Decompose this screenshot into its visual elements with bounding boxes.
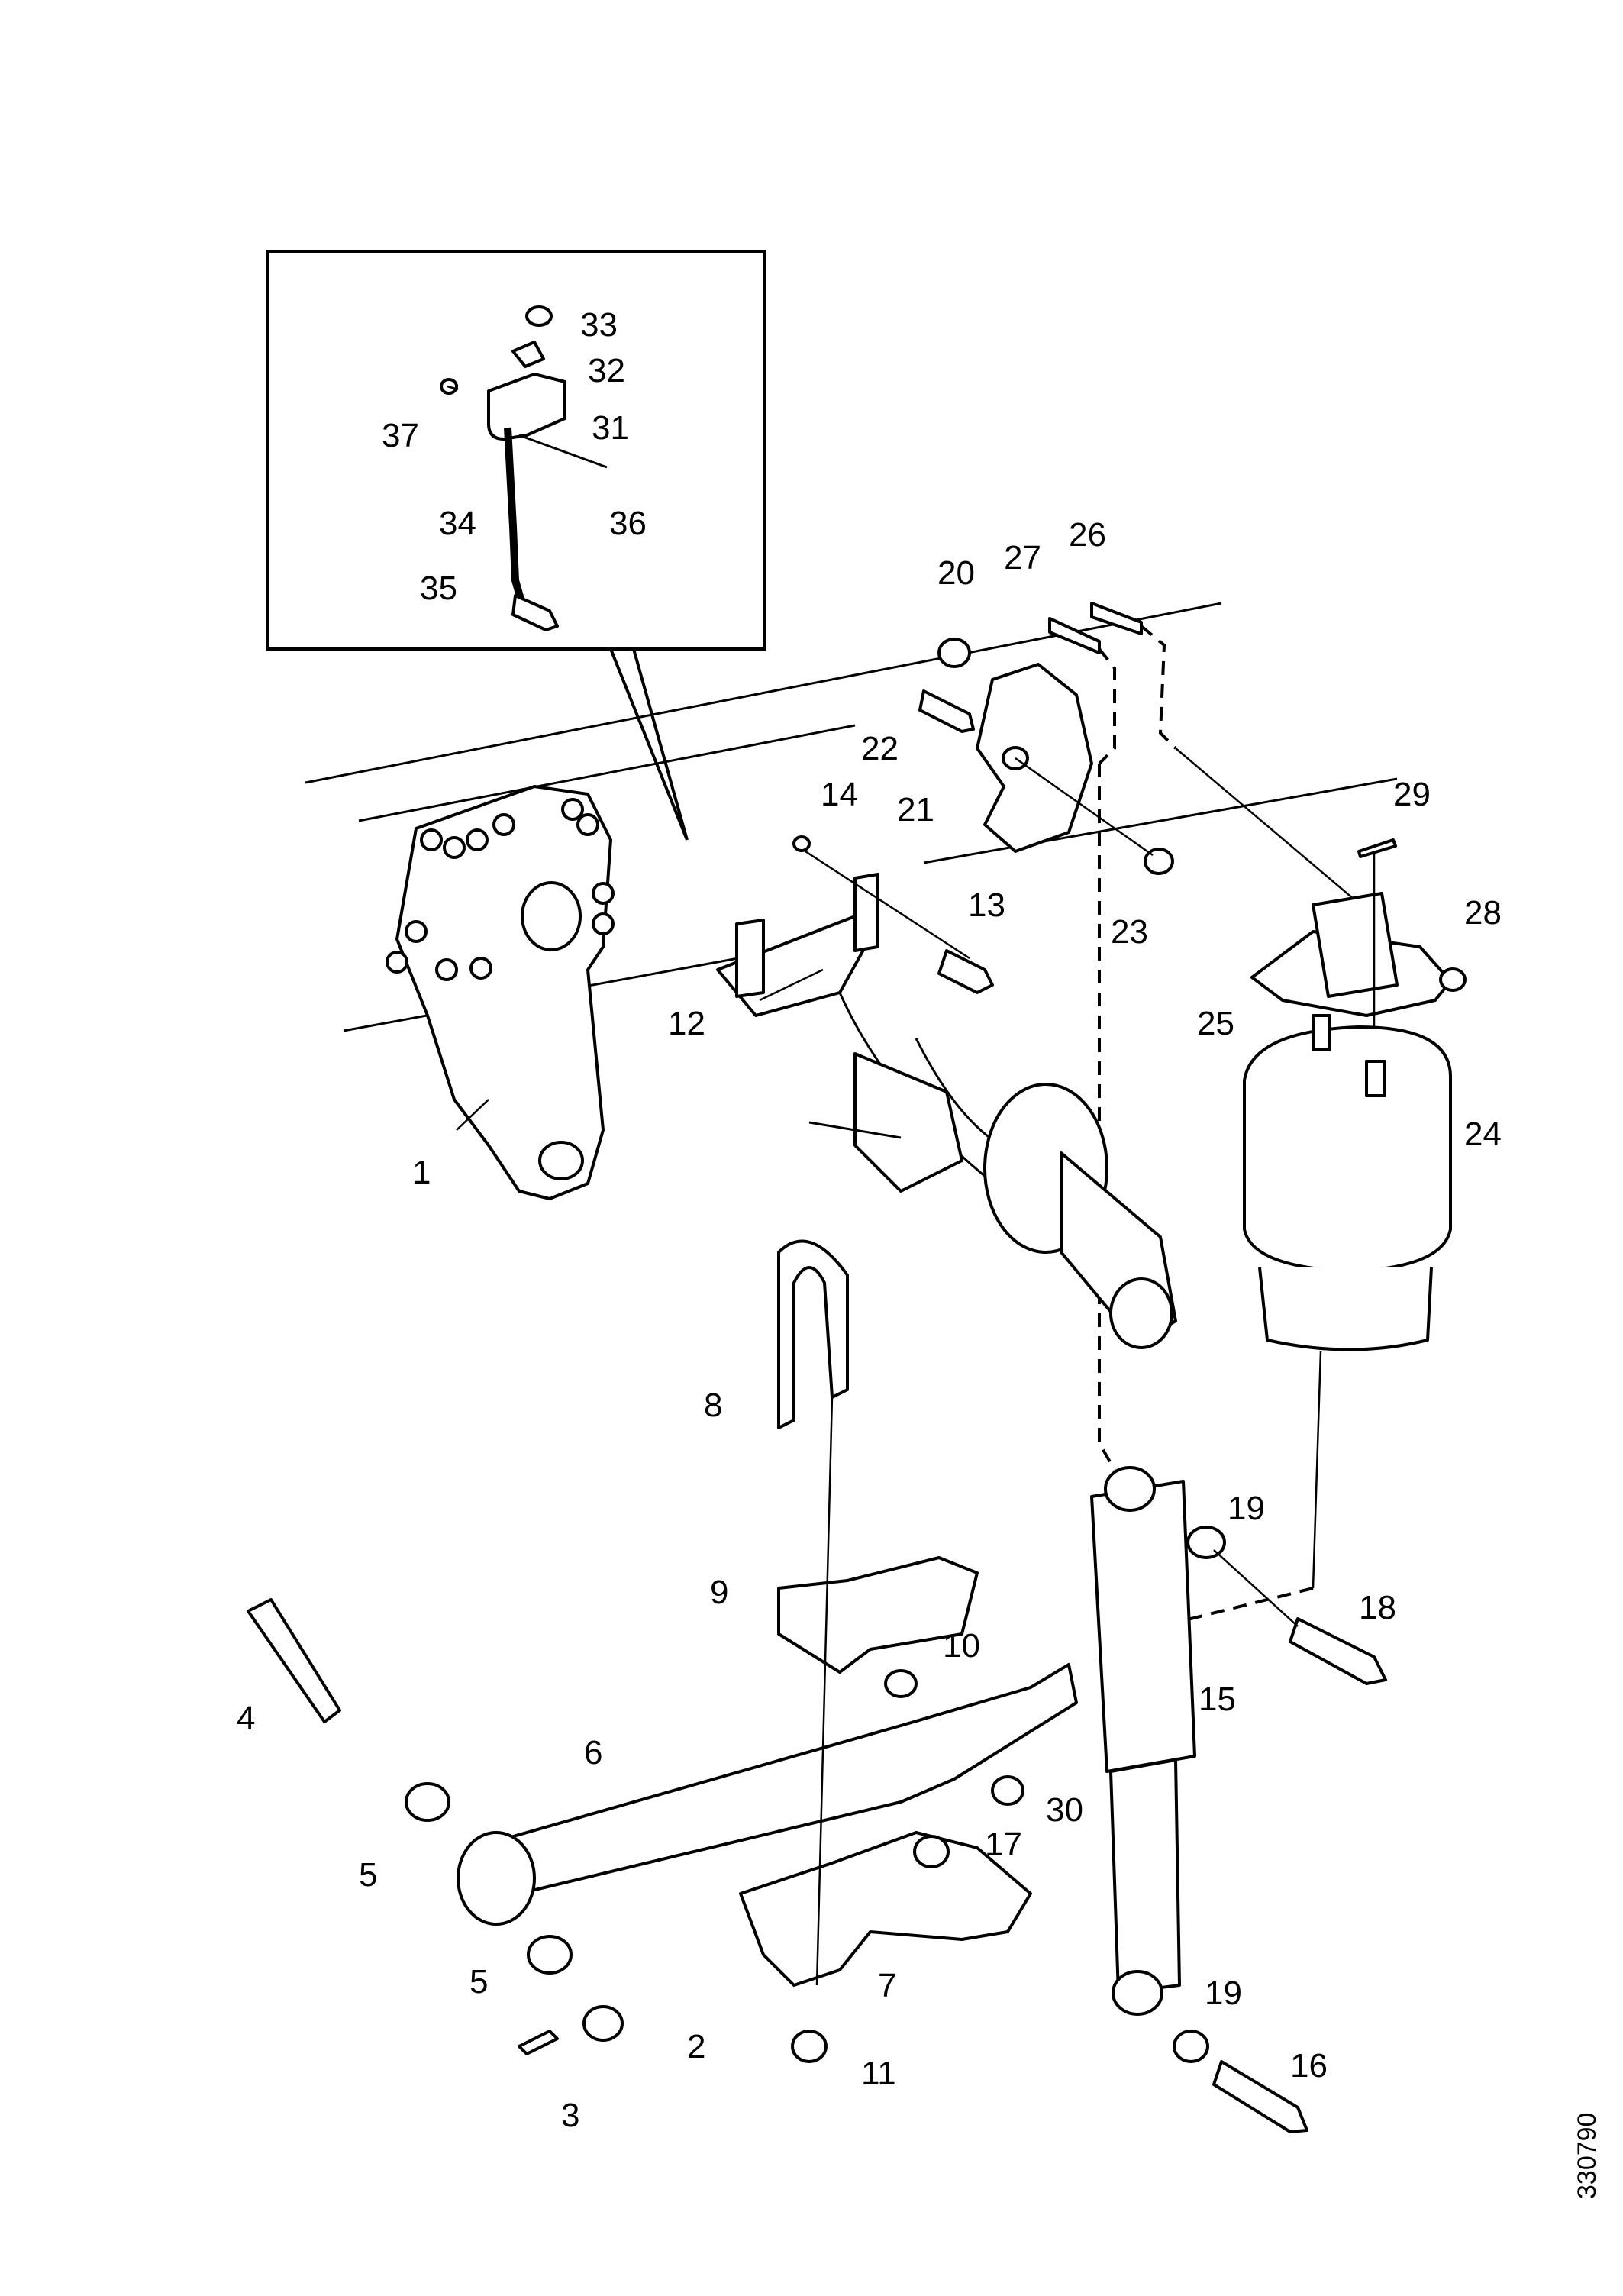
callout-32: 32	[588, 352, 625, 389]
air-spring-part-24	[1160, 1014, 1452, 1628]
callout-11: 11	[861, 2055, 896, 2092]
callout-22: 22	[861, 730, 899, 767]
callout-20: 20	[937, 554, 975, 592]
callout-21: 21	[897, 791, 934, 828]
callout-31: 31	[592, 409, 629, 447]
callout-18: 18	[1359, 1589, 1396, 1626]
detail-inset	[266, 250, 766, 841]
bracket-part-12	[716, 835, 994, 1017]
callout-12: 12	[668, 1005, 705, 1042]
callout-17: 17	[985, 1826, 1022, 1863]
spring-bracket-part-1	[386, 785, 615, 1200]
leader-lines	[447, 385, 824, 1131]
axle-seat-part-7	[739, 1239, 1032, 1987]
callout-9: 9	[710, 1574, 728, 1611]
callout-4: 4	[237, 1700, 255, 1737]
callout-3: 3	[561, 2097, 579, 2134]
callout-36: 36	[609, 505, 647, 542]
callout-29: 29	[1393, 776, 1431, 813]
callout-34: 34	[439, 505, 476, 542]
callout-2: 2	[687, 2028, 705, 2065]
callout-27: 27	[1004, 539, 1041, 576]
callout-5a: 5	[359, 1856, 377, 1894]
callout-19b: 19	[1205, 1975, 1242, 2012]
callout-13: 13	[968, 886, 1005, 924]
shock-absorber-part-15	[1090, 1466, 1387, 2133]
leaf-spring-part-6	[247, 1598, 1078, 2063]
bolts-26-27	[1048, 602, 1375, 1471]
callout-33: 33	[580, 306, 618, 344]
callout-8: 8	[704, 1387, 722, 1424]
bracket-part-21	[918, 638, 1174, 875]
callout-10: 10	[943, 1627, 980, 1665]
callout-19a: 19	[1228, 1490, 1265, 1527]
callout-30: 30	[1046, 1791, 1083, 1829]
callout-24: 24	[1464, 1116, 1502, 1153]
callout-26: 26	[1069, 516, 1106, 554]
callout-6: 6	[584, 1734, 602, 1771]
callout-1: 1	[412, 1154, 431, 1191]
callout-35: 35	[420, 570, 457, 607]
callout-25: 25	[1197, 1005, 1234, 1042]
callout-37: 37	[382, 417, 419, 454]
callout-7: 7	[878, 1967, 896, 2004]
axle	[808, 992, 1177, 1349]
callout-23: 23	[1111, 913, 1148, 951]
callout-15: 15	[1199, 1681, 1236, 1718]
callout-labels: 1 2 3 4 5 5 6 7 8 9 10 11 12 13 14 15 16…	[237, 306, 1502, 2134]
callout-5b: 5	[469, 1963, 488, 2001]
figure-id: 330790	[1573, 2112, 1602, 2199]
callout-14: 14	[821, 776, 858, 813]
callout-16: 16	[1290, 2047, 1328, 2084]
callout-28: 28	[1464, 894, 1502, 932]
